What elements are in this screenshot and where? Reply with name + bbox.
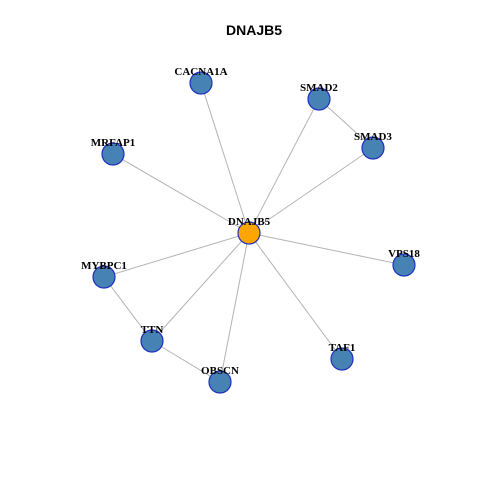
edge-dnajb5-obscn [219,232,250,383]
node-mybpc1 [92,265,116,289]
node-label-vps18: VPS18 [388,248,420,260]
node-label-cacna1a: CACNA1A [174,66,227,78]
edge-dnajb5-mybpc1 [103,232,250,278]
node-obscn [208,370,232,394]
edge-mybpc1-ttn [103,276,153,342]
node-mrfap1 [101,142,125,166]
node-layer [92,71,416,394]
edge-dnajb5-cacna1a [200,82,250,234]
edge-layer [103,82,405,383]
graph-title: DNAJB5 [226,22,282,38]
node-label-smad3: SMAD3 [354,131,392,143]
edge-ttn-obscn [151,340,221,383]
node-label-mrfap1: MRFAP1 [91,137,135,149]
node-label-dnajb5: DNAJB5 [228,216,271,228]
node-label-taf1: TAF1 [329,342,356,354]
node-cacna1a [189,71,213,95]
node-label-obscn: OBSCN [201,365,239,377]
node-vps18 [392,253,416,277]
node-smad3 [361,136,385,160]
edge-dnajb5-smad2 [248,98,320,234]
edge-dnajb5-taf1 [248,232,343,360]
node-label-ttn: TTN [141,324,164,336]
edge-dnajb5-mrfap1 [112,153,250,234]
label-layer: DNAJB5 CACNA1A SMAD2SMAD3MRFAP1VPS18MYBPC1… [81,66,420,377]
node-ttn [140,329,164,353]
edge-dnajb5-vps18 [248,232,405,266]
node-smad2 [307,87,331,111]
edge-smad2-smad3 [318,98,374,149]
node-label-mybpc1: MYBPC1 [81,260,127,272]
node-dnajb5 [237,221,261,245]
edge-dnajb5-ttn [151,232,250,342]
node-taf1 [330,347,354,371]
edge-dnajb5-smad3 [248,147,374,234]
node-label-smad2: SMAD2 [300,82,338,94]
